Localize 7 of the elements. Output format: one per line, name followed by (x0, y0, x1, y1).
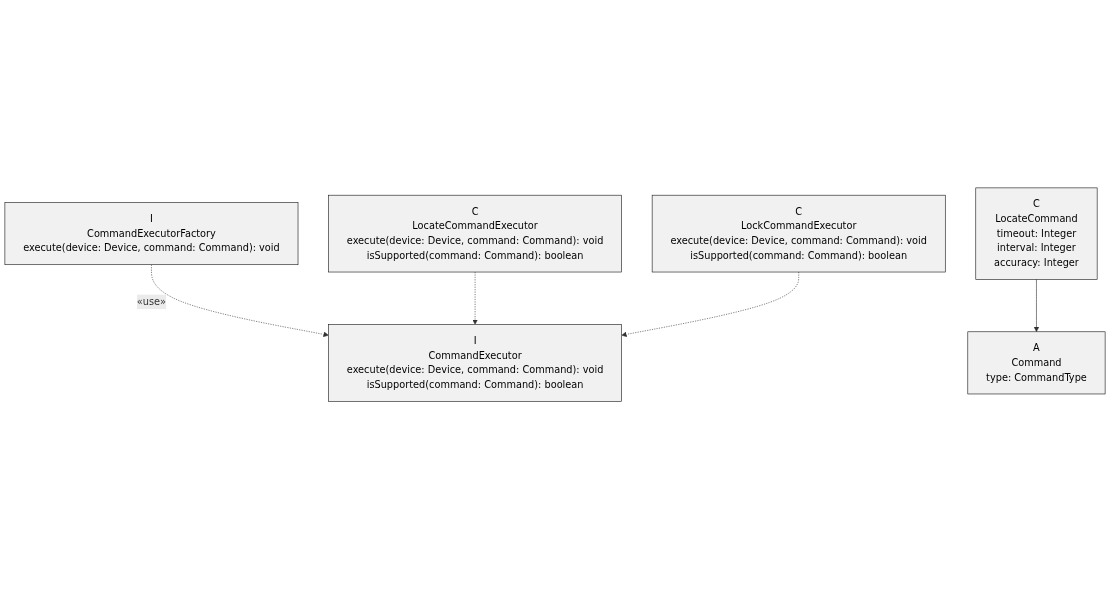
edge-label: «use» (136, 296, 167, 308)
node-box: C LockCommandExecutor execute(device: Device, command: Command): void isSupported(command: Command): boolean (651, 195, 946, 273)
node-box: A Command type: CommandType (967, 331, 1106, 395)
node-box: I CommandExecutor execute(device: Device, command: Command): void isSupported(command: Command): boolean (328, 324, 622, 402)
node-box: C LocateCommandExecutor execute(device: Device, command: Command): void isSupported(command: Command): boolean (328, 195, 622, 273)
node-box: I CommandExecutorFactory execute(device: Device, command: Command): void (4, 202, 299, 266)
node-box: C LocateCommand timeout: Integer interval: Integer accuracy: Integer (975, 187, 1098, 281)
